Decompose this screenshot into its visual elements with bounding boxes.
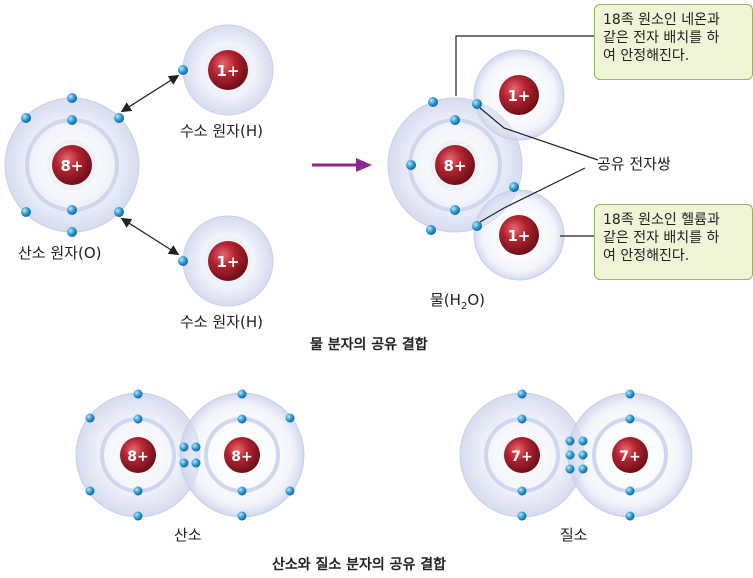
water-label: 물(H2O)	[430, 289, 485, 312]
oxygen-nucleus	[52, 145, 92, 185]
shared-pair-label: 공유 전자쌍	[597, 155, 671, 173]
water-caption: 물 분자의 공유 결합	[310, 337, 428, 353]
hydrogen-atom-bottom: 1+	[178, 215, 274, 307]
o2-right-charge: 8+	[231, 449, 252, 465]
water-hydrogen-bottom-charge: 1+	[507, 227, 530, 245]
water-hydrogen-top-charge: 1+	[507, 87, 530, 105]
oxygen-atom: 8+	[4, 97, 140, 233]
approach-arrow-top	[120, 74, 180, 113]
approach-arrow-bottom	[120, 217, 180, 256]
hydrogen-top-label: 수소 원자(H)	[180, 122, 263, 140]
oxygen-charge: 8+	[60, 157, 83, 175]
n2-left-charge: 7+	[511, 449, 532, 465]
note-helium: 18족 원소인 헬륨과 같은 전자 배치를 하 여 안정해진다.	[594, 204, 753, 280]
water-label-prefix: 물(H	[430, 291, 461, 309]
note-neon: 18족 원소인 네온과 같은 전자 배치를 하 여 안정해진다.	[594, 4, 753, 80]
o2-left-charge: 8+	[127, 449, 148, 465]
oxygen-atom-label: 산소 원자(O)	[18, 244, 102, 262]
water-molecule: 8+ 1+ 1+	[387, 49, 565, 281]
o2-label: 산소	[174, 526, 202, 544]
oxygen-molecule: 8+ 8+	[75, 389, 305, 521]
note-leaders	[455, 35, 594, 237]
hydrogen-top-charge: 1+	[216, 62, 239, 80]
n2-label: 질소	[560, 526, 588, 544]
water-label-suffix: O)	[467, 291, 485, 309]
water-oxygen-charge: 8+	[443, 157, 466, 175]
hydrogen-bottom-label: 수소 원자(H)	[180, 313, 263, 331]
hydrogen-atom-top: 1+	[178, 24, 274, 116]
molecule-caption: 산소와 질소 분자의 공유 결합	[272, 557, 447, 573]
nitrogen-molecule: 7+ 7+	[459, 389, 693, 521]
hydrogen-bottom-charge: 1+	[216, 253, 239, 271]
shared-pair-leaders	[479, 107, 599, 223]
n2-right-charge: 7+	[619, 449, 640, 465]
oxygen-electrons	[21, 93, 124, 237]
water-label-sub: 2	[460, 301, 468, 312]
reaction-arrow	[312, 158, 372, 172]
